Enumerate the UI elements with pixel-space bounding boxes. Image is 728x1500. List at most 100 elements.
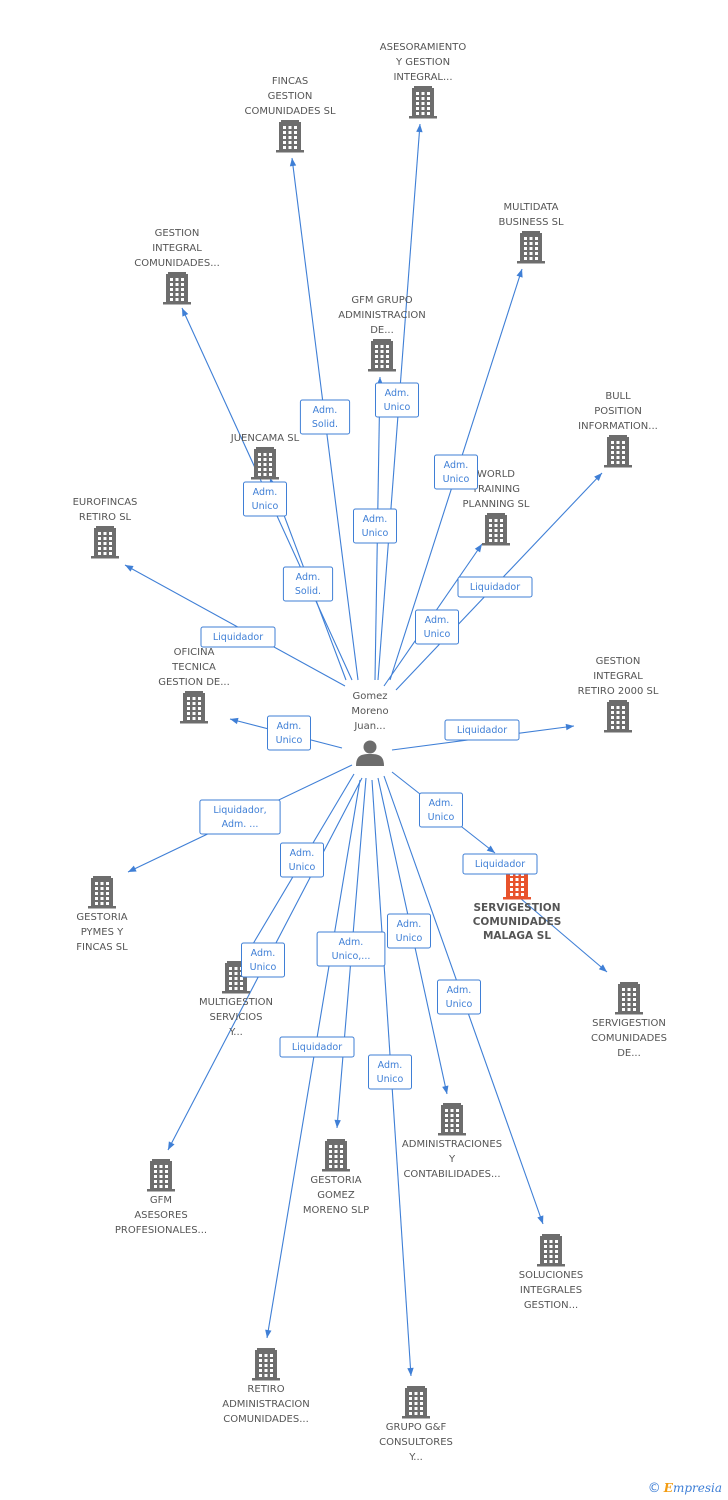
building-icon <box>322 1139 350 1172</box>
node-label-line: INTEGRAL <box>593 671 643 682</box>
relation-label[interactable]: Adm.Unico <box>241 942 285 978</box>
relation-label-box <box>462 853 538 875</box>
relation-label[interactable]: Liquidador <box>462 853 538 875</box>
node-label-line: INTEGRALES <box>520 1285 582 1296</box>
relation-label[interactable]: Adm.Unico <box>437 979 481 1015</box>
relation-label[interactable]: Adm.Unico <box>387 913 431 949</box>
node-label-line: INTEGRAL <box>152 243 202 254</box>
company-node-bull[interactable]: BULL POSITION INFORMATION... <box>578 391 658 468</box>
relation-label[interactable]: Liquidador <box>457 576 533 598</box>
edge-arrowhead <box>442 1085 449 1094</box>
relation-label[interactable]: Adm.Unico <box>267 715 311 751</box>
node-label-line: POSITION <box>594 406 642 417</box>
relation-label-text: Adm.Unico,... <box>332 937 371 962</box>
edge-arrowhead <box>128 865 137 872</box>
relation-label-line: Unico <box>424 629 451 640</box>
node-label-line: GESTION <box>268 91 313 102</box>
relation-label[interactable]: Adm.Unico <box>353 508 397 544</box>
node-label-line: PROFESIONALES... <box>115 1225 207 1236</box>
edge-arrowhead <box>230 717 239 725</box>
relation-label[interactable]: Adm.Unico <box>280 842 324 878</box>
relation-label[interactable]: Adm.Solid. <box>299 399 351 435</box>
person-icon <box>356 740 384 766</box>
relation-label-text: Adm.Unico <box>446 985 473 1010</box>
relation-label-text: Liquidador,Adm. ... <box>213 805 266 830</box>
brand-initial: E <box>663 1481 673 1495</box>
relation-label-text: Adm.Unico <box>424 615 451 640</box>
relation-label[interactable]: Adm.Unico <box>434 454 478 490</box>
node-label-line: COMUNIDADES <box>591 1033 667 1044</box>
relation-label[interactable]: Adm.Unico <box>368 1054 412 1090</box>
edge-line <box>124 564 346 687</box>
node-label-line: INFORMATION... <box>578 421 658 432</box>
relation-label[interactable]: Liquidador <box>200 626 276 648</box>
relation-label-text: Adm.Unico <box>384 388 411 413</box>
company-node-servigestion-de[interactable]: SERVIGESTION COMUNIDADES DE... <box>591 982 667 1059</box>
relation-label-line: Liquidador <box>475 859 525 870</box>
relation-label-box <box>387 913 431 949</box>
relation-label-line: Adm. <box>277 721 302 732</box>
node-label: BULL POSITION INFORMATION... <box>578 391 658 432</box>
relation-label[interactable]: Adm.Unico <box>375 382 419 418</box>
relation-label-text: Liquidador <box>213 632 263 643</box>
relation-label[interactable]: Adm.Solid. <box>282 566 334 602</box>
relation-label-line: Unico <box>252 501 279 512</box>
relation-label[interactable]: Adm.Unico <box>415 609 459 645</box>
node-label-line: SERVIGESTION <box>592 1018 666 1029</box>
relation-label-box <box>419 792 463 828</box>
relation-label[interactable]: Liquidador <box>444 719 520 741</box>
edge-line <box>266 779 361 1339</box>
building-icon <box>482 513 510 546</box>
relation-label-line: Unico <box>250 962 277 973</box>
company-node-juencama[interactable]: JUENCAMA SL <box>230 433 300 480</box>
node-label-line: GRUPO G&F <box>386 1422 447 1433</box>
relation-label-box <box>282 566 334 602</box>
empresia-logo[interactable]: ©Empresia <box>648 1481 722 1496</box>
building-icon <box>88 876 116 909</box>
relation-label[interactable]: Adm.Unico <box>243 481 287 517</box>
copyright-symbol: © <box>647 1481 661 1496</box>
node-label-line: DE... <box>617 1048 641 1059</box>
relation-label[interactable]: Adm.Unico,... <box>316 931 386 967</box>
edge-arrowhead <box>565 723 574 731</box>
relation-label-box <box>434 454 478 490</box>
edge-arrowhead <box>125 565 134 572</box>
building-icon <box>604 700 632 733</box>
node-label-line: COMUNIDADES SL <box>244 106 335 117</box>
relation-label-line: Unico <box>443 474 470 485</box>
relation-label-line: Liquidador <box>292 1042 342 1053</box>
relation-label-box <box>415 609 459 645</box>
relation-label[interactable]: Liquidador,Adm. ... <box>199 799 281 835</box>
node-label-line: WORLD <box>477 469 515 480</box>
edge-arrowhead <box>334 1119 341 1128</box>
relation-label-box <box>375 382 419 418</box>
node-label-line: CONTABILIDADES... <box>403 1169 500 1180</box>
node-label-line: BULL <box>605 391 631 402</box>
relation-label[interactable]: Adm.Unico <box>419 792 463 828</box>
node-label-line: BUSINESS SL <box>498 217 563 228</box>
node-label: JUENCAMA SL <box>230 433 300 444</box>
relation-label[interactable]: Liquidador <box>279 1036 355 1058</box>
